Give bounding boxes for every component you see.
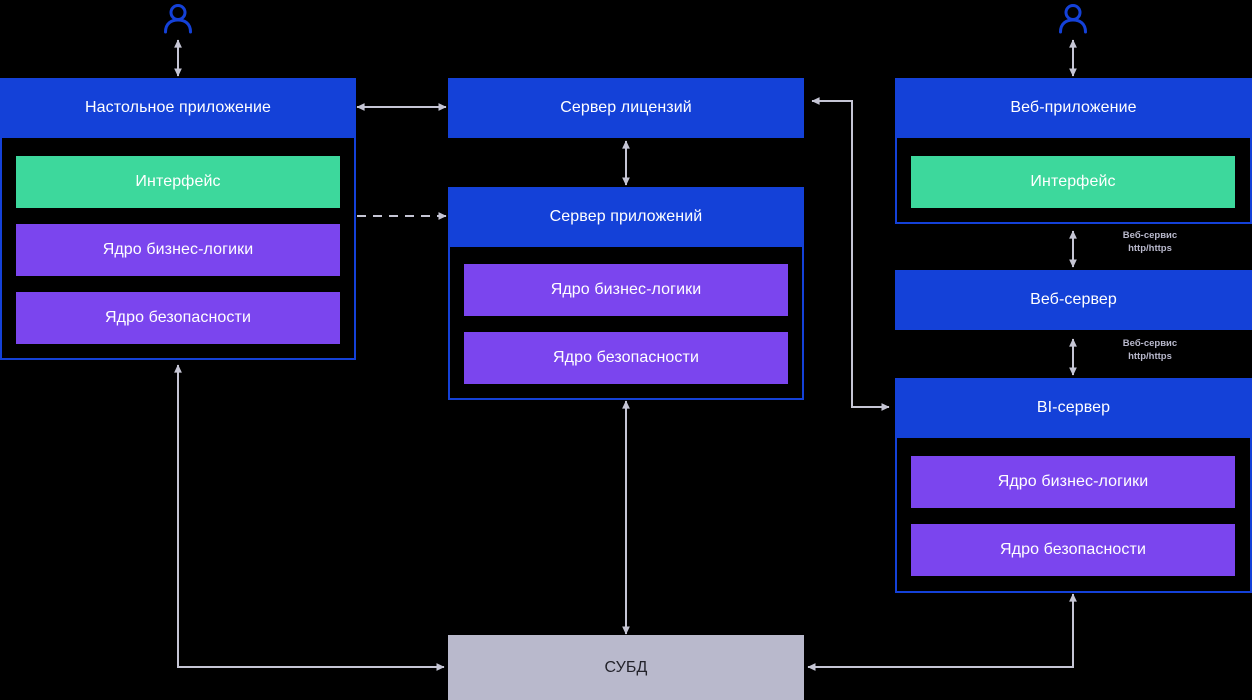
node-app-server-business-core[interactable]: Ядро бизнес-логики bbox=[464, 264, 788, 316]
node-label: Ядро бизнес-логики bbox=[102, 241, 254, 259]
node-label: Сервер приложений bbox=[549, 208, 703, 226]
node-label: Интерфейс bbox=[1030, 173, 1116, 191]
node-bi-server-header[interactable]: BI-сервер bbox=[895, 378, 1252, 438]
node-bi-server-business-core[interactable]: Ядро бизнес-логики bbox=[911, 456, 1235, 508]
node-label: Веб-приложение bbox=[1010, 99, 1137, 117]
node-label: СУБД bbox=[604, 658, 648, 676]
node-bi-server-security-core[interactable]: Ядро безопасности bbox=[911, 524, 1235, 576]
node-label: BI-сервер bbox=[1036, 399, 1111, 417]
node-label: Ядро бизнес-логики bbox=[550, 281, 702, 299]
edge-label-webserver-biserver: Веб-сервис http/https bbox=[1090, 338, 1210, 364]
node-app-server-security-core[interactable]: Ядро безопасности bbox=[464, 332, 788, 384]
connector-license-biserver bbox=[811, 97, 890, 411]
node-label: Настольное приложение bbox=[84, 99, 271, 117]
node-desktop-app-interface[interactable]: Интерфейс bbox=[16, 156, 340, 208]
node-label: Сервер лицензий bbox=[560, 99, 692, 117]
node-dbms[interactable]: СУБД bbox=[448, 635, 804, 700]
node-label: Ядро безопасности bbox=[553, 349, 699, 367]
node-desktop-app-business-core[interactable]: Ядро бизнес-логики bbox=[16, 224, 340, 276]
node-web-app-header[interactable]: Веб-приложение bbox=[895, 78, 1252, 138]
edge-label-webapp-webserver: Веб-сервис http/https bbox=[1090, 230, 1210, 256]
node-web-app-interface[interactable]: Интерфейс bbox=[911, 156, 1235, 208]
node-desktop-app-security-core[interactable]: Ядро безопасности bbox=[16, 292, 340, 344]
connector-desktop-dbms bbox=[174, 364, 445, 671]
node-label: Веб-сервер bbox=[1030, 291, 1117, 309]
node-label: Ядро безопасности bbox=[105, 309, 251, 327]
edge-label-line2: http/https bbox=[1128, 242, 1172, 254]
edge-label-line2: http/https bbox=[1128, 350, 1172, 362]
node-web-server[interactable]: Веб-сервер bbox=[895, 270, 1252, 330]
edge-label-line1: Веб-сервис bbox=[1122, 230, 1178, 241]
connector-biserver-dbms bbox=[807, 593, 1077, 671]
node-desktop-app-header[interactable]: Настольное приложение bbox=[0, 78, 356, 138]
person-icon-left bbox=[164, 4, 192, 34]
node-label: Ядро безопасности bbox=[1000, 541, 1146, 559]
node-license-server[interactable]: Сервер лицензий bbox=[448, 78, 804, 138]
person-icon-right bbox=[1059, 4, 1087, 34]
node-label: Интерфейс bbox=[135, 173, 221, 191]
node-app-server-header[interactable]: Сервер приложений bbox=[448, 187, 804, 247]
node-label: Ядро бизнес-логики bbox=[997, 473, 1149, 491]
edge-label-line1: Веб-сервис bbox=[1122, 338, 1178, 349]
